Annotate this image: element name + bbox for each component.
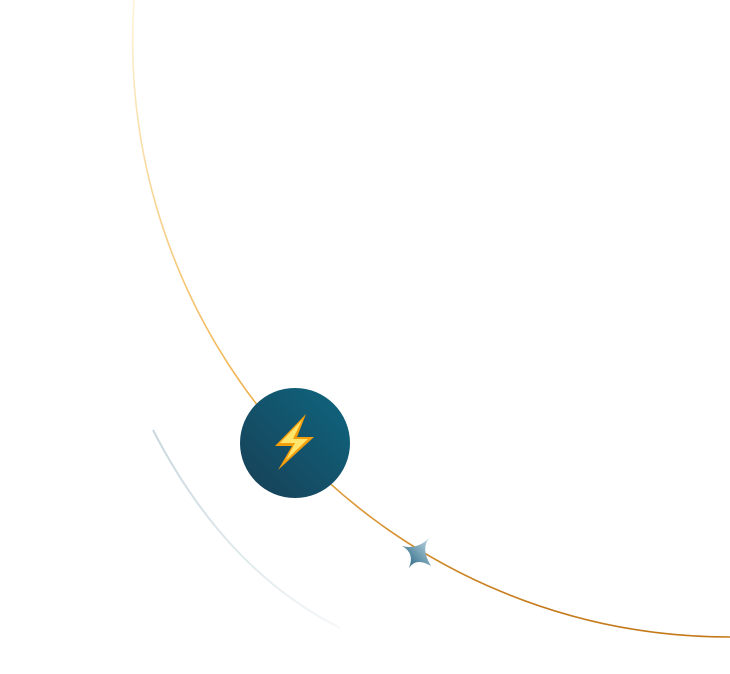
orbit-arc [131,0,730,638]
sparkle-icon [402,537,431,568]
secondary-arc [152,429,341,629]
lightning-badge [240,388,350,498]
lightning-bolt-icon [275,414,314,470]
